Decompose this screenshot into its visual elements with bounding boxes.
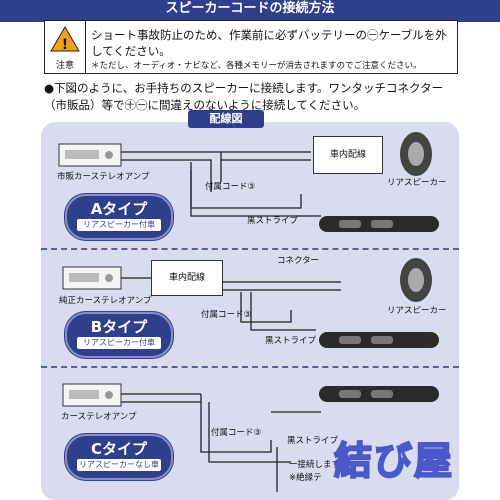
stereo-label-c: カーステレオアンプ [61, 412, 137, 422]
tweeter-bar-b [319, 332, 439, 348]
type-c-title: Cタイプ [90, 440, 147, 458]
rear-speaker-label-b: リアスピーカー [387, 306, 447, 316]
type-a-title: Aタイプ [90, 200, 148, 218]
in-car-wiring-box-a: 車内配線 [313, 136, 383, 174]
tweeter-bar-c [319, 386, 439, 402]
type-b-title: Bタイプ [90, 318, 148, 336]
cord-label-c: 付属コード③ [211, 428, 262, 438]
connection-note: 一接続します。 [289, 460, 348, 470]
rear-speaker-label-a: リアスピーカー [387, 178, 447, 188]
diagram-title: 配線図 [188, 110, 264, 128]
type-b-badge: Bタイプ リアスピーカー付車 [65, 312, 173, 358]
insulation-note: ※絶縁テ [289, 473, 322, 483]
warning-label: 注意 [55, 61, 74, 71]
stripe-label-a: 黒ストライプ [247, 216, 299, 226]
page-title-bar: スピーカーコードの接続方法 [0, 0, 500, 22]
page-title: スピーカーコードの接続方法 [165, 1, 335, 16]
warning-box: ! 注意 ショート事故防止のため、作業前に必ずバッテリーの㊀ケーブルを外してくだ… [44, 20, 458, 74]
speaker-cone-b [400, 258, 432, 302]
cord-label-a: 付属コード③ [205, 182, 256, 192]
stripe-label-c: 黒ストライプ [287, 436, 339, 446]
cord-label-b: 付属コード③ [201, 310, 252, 320]
type-c-badge: Cタイプ リアスピーカーなし車 [65, 434, 173, 480]
type-a-badge: Aタイプ リアスピーカー付車 [65, 194, 173, 240]
connector-label-b: コネクター [277, 256, 320, 266]
stereo-label-a: 市販カーステレオアンプ [57, 172, 150, 182]
speaker-cone-a [400, 132, 432, 176]
tweeter-bar-a [319, 216, 439, 232]
warning-note-text: ＊ただし、オーディオ・ナビなど、各種メモリーが消去されますのでご注意ください。 [91, 61, 422, 71]
type-a-subtitle: リアスピーカー付車 [77, 219, 161, 231]
intro-text: ●下図のように、お手持ちのスピーカーに接続します。ワンタッチコネクター（市販品）… [44, 81, 444, 112]
in-car-wiring-box-b: 車内配線 [151, 260, 223, 296]
shop-watermark: 結び屋 [333, 438, 455, 484]
wiring-lines [58, 132, 439, 492]
type-b-subtitle: リアスピーカー付車 [77, 337, 161, 349]
stereo-unit-c [62, 383, 122, 407]
stereo-label-b: 純正カーステレオアンプ [59, 296, 152, 306]
warning-icon-column: ! 注意 [45, 21, 86, 73]
stereo-unit-b [62, 266, 122, 290]
stripe-label-b: 黒ストライプ [265, 336, 317, 346]
warning-triangle-icon: ! [50, 26, 80, 53]
type-c-subtitle: リアスピーカーなし車 [77, 459, 161, 471]
section-divider-1 [41, 248, 459, 250]
stereo-unit-a [58, 143, 122, 167]
wiring-diagram: 市販カーステレオアンプ 車内配線 リアスピーカー 付属コード③ 黒ストライプ A… [41, 122, 459, 500]
svg-text:!: ! [62, 37, 68, 53]
section-divider-2 [41, 366, 459, 368]
warning-main-text: ショート事故防止のため、作業前に必ずバッテリーの㊀ケーブルを外してください。 [91, 28, 447, 58]
